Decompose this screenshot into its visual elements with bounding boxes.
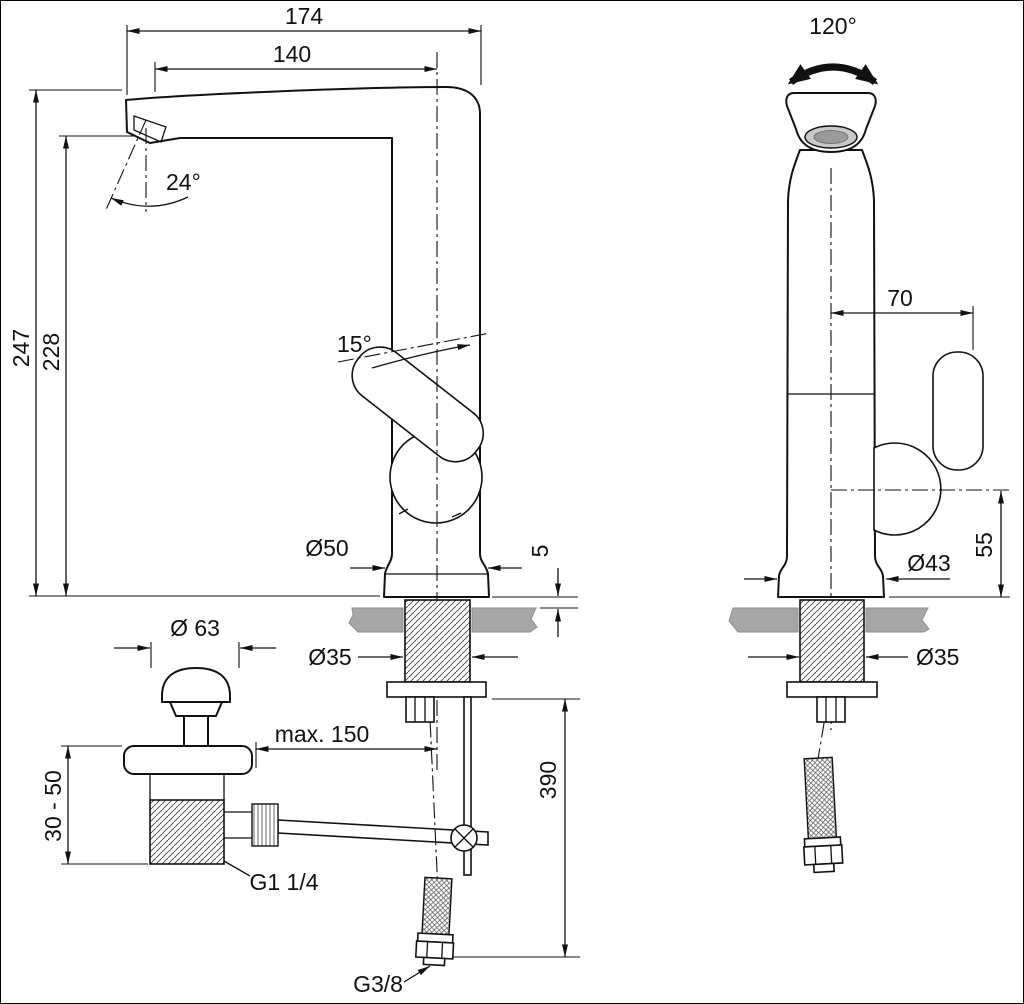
dim-label-120deg: 120° (809, 13, 857, 39)
dim-mount-range: 30 - 50 (40, 745, 148, 865)
dim-label-174: 174 (285, 3, 324, 29)
hose-fitting-front (816, 696, 846, 723)
popup-plug-cap (161, 667, 231, 703)
annotation-handle-angle: 15° (337, 331, 491, 369)
flex-hose-side (414, 721, 455, 967)
hose-nut-side (414, 940, 455, 960)
dim-base-diameter-front: Ø43 (744, 550, 951, 582)
dim-handle-offset: 70 (831, 285, 974, 350)
rod-knurled-nut (251, 803, 279, 847)
dim-label-5: 5 (527, 545, 553, 558)
dim-label-390: 390 (535, 761, 561, 799)
dim-label-55: 55 (971, 532, 997, 558)
dim-base-diameter: Ø50 (305, 535, 522, 571)
dim-label-70: 70 (887, 285, 913, 311)
dim-label-247: 247 (8, 329, 34, 367)
dim-label-228: 228 (38, 333, 64, 371)
mounting-nut-side (386, 681, 487, 698)
dim-label-o50: Ø50 (305, 535, 348, 561)
dim-label-30-50: 30 - 50 (40, 770, 66, 842)
counter-section-side (348, 607, 538, 633)
waste-flange (123, 745, 253, 775)
waste-thread (149, 799, 225, 865)
side-view: 174 140 247 228 2 (8, 3, 580, 997)
annotation-hose-thread: G3/8 (353, 965, 431, 997)
dim-height-underside: 228 (38, 135, 165, 596)
popup-rod (463, 696, 472, 876)
shank-side (386, 599, 487, 723)
dim-shank-diameter-side: Ø35 (308, 644, 518, 670)
faucet-body-front (777, 92, 885, 598)
dim-hose-length: 390 (452, 698, 580, 958)
counter-section-front (728, 607, 930, 633)
annotation-outlet-angle: 24° (104, 119, 201, 213)
dim-label-g38: G3/8 (353, 971, 403, 997)
dim-label-max150: max. 150 (275, 721, 370, 747)
mounting-nut-front (786, 681, 878, 698)
waste-assembly: Ø 63 30 - 50 G1 1/4 (40, 615, 319, 895)
dim-shank-diameter-front: Ø35 (748, 644, 959, 670)
dim-label-15deg: 15° (337, 331, 372, 357)
front-view: 120° 70 Ø43 (728, 13, 1010, 874)
dim-label-o43: Ø43 (907, 550, 950, 576)
dim-gasket-height: 5 (492, 545, 578, 637)
dim-spout-total: 174 (126, 3, 482, 95)
aerator-side (133, 115, 167, 143)
shank-front (786, 599, 878, 723)
dim-label-140: 140 (273, 41, 311, 67)
handle-lever-front (932, 351, 984, 471)
hose-fitting-side (405, 696, 435, 723)
dim-label-24deg: 24° (166, 169, 201, 195)
dim-rod-reach: max. 150 (255, 721, 437, 768)
dim-label-o35-front: Ø35 (916, 644, 959, 670)
flex-hose-front (802, 721, 844, 874)
dim-spout-reach: 140 (154, 41, 437, 92)
dim-label-o35-side: Ø35 (308, 644, 351, 670)
annotation-swivel-angle: 120° (787, 13, 879, 85)
annotation-waste-thread: G1 1/4 (223, 860, 319, 895)
handle-joint-front (873, 442, 942, 536)
dim-joint-height: 55 (889, 491, 1010, 598)
dim-waste-cap: Ø 63 (114, 615, 276, 668)
dim-height-total: 247 (8, 89, 380, 597)
dim-label-o63: Ø 63 (170, 615, 220, 641)
handle-front (873, 351, 984, 536)
hose-nut-front (802, 844, 844, 866)
dim-label-g114: G1 1/4 (249, 869, 318, 895)
